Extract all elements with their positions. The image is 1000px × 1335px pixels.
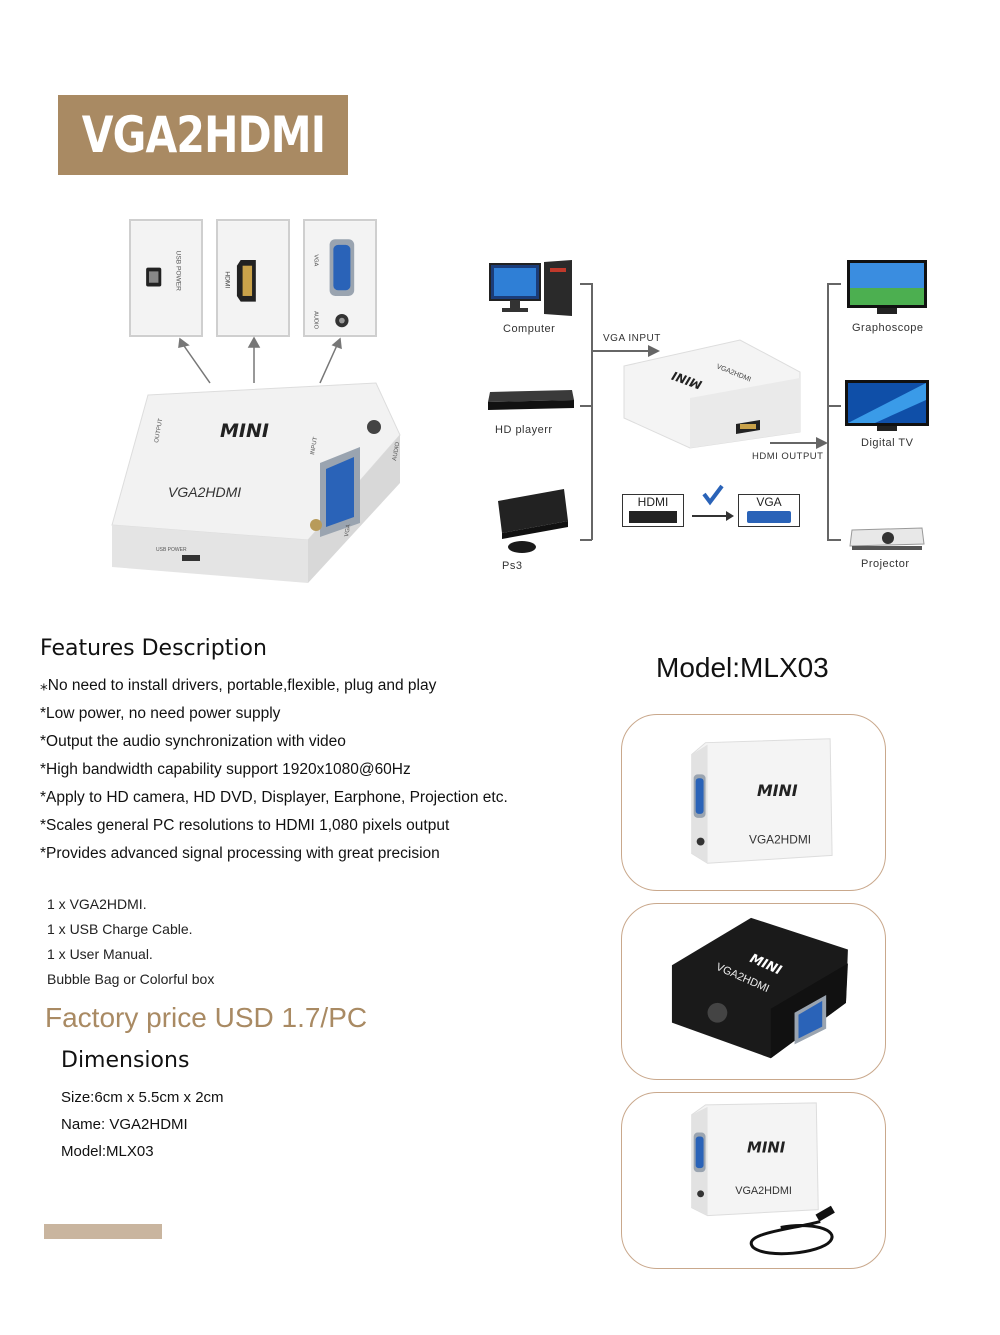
dimensions-title: Dimensions bbox=[61, 1048, 190, 1073]
card-name: VGA2HDMI bbox=[735, 1185, 792, 1197]
main-device-usb-label: USB POWER bbox=[156, 547, 187, 553]
model-title: Model:MLX03 bbox=[656, 652, 829, 683]
card-brand: MINI bbox=[757, 781, 798, 800]
usb-port-icon: USB POWER bbox=[131, 222, 201, 334]
hdmi-port-closeup: HDMI bbox=[216, 219, 290, 337]
vga-port-icon: VGA AUDIO bbox=[305, 222, 375, 334]
product-photo-with-cable: MINI VGA2HDMI bbox=[691, 1102, 835, 1256]
feature-item: *Low power, no need power supply bbox=[40, 705, 281, 722]
hdmi-connector-icon bbox=[629, 511, 677, 523]
dimension-item: Size:6cm x 5.5cm x 2cm bbox=[61, 1089, 224, 1106]
usb-port-label: USB POWER bbox=[174, 251, 181, 292]
digital-tv-icon bbox=[845, 380, 929, 431]
main-device-audio-label: AUDIO bbox=[392, 441, 401, 461]
usb-port-closeup: USB POWER bbox=[129, 219, 203, 337]
hdmi-box-label: HDMI bbox=[637, 495, 669, 509]
main-device-brand: MINI bbox=[220, 420, 269, 442]
hdmi-port-icon: HDMI bbox=[218, 222, 288, 334]
main-device-output-label: OUTPUT bbox=[154, 418, 164, 444]
card-name: VGA2HDMI bbox=[749, 833, 811, 847]
projector-icon bbox=[849, 527, 925, 550]
package-item: Bubble Bag or Colorful box bbox=[47, 971, 215, 987]
target-graphoscope-label: Graphoscope bbox=[852, 322, 924, 334]
dimension-item: Name: VGA2HDMI bbox=[61, 1116, 188, 1133]
arrow-right-icon bbox=[648, 345, 660, 357]
hdmi-box: HDMI bbox=[622, 494, 684, 527]
target-projector-label: Projector bbox=[861, 558, 910, 570]
ps3-icon bbox=[498, 489, 568, 553]
package-item: 1 x User Manual. bbox=[47, 946, 153, 962]
closeup-arrows bbox=[178, 336, 342, 384]
target-digitaltv-label: Digital TV bbox=[861, 437, 914, 449]
hdmi-port-label: HDMI bbox=[224, 271, 231, 288]
footer-accent-bar bbox=[44, 1224, 162, 1239]
usb-socket-icon bbox=[182, 555, 200, 561]
banner-title: VGA2HDMI bbox=[81, 106, 325, 164]
feature-item: *High bandwidth capability support 1920x… bbox=[40, 761, 411, 778]
source-ps3-label: Ps3 bbox=[502, 560, 523, 572]
graphoscope-icon bbox=[847, 260, 927, 314]
features-list: ⁎No need to install drivers, portable,fl… bbox=[40, 672, 600, 868]
vga-connector-small-icon bbox=[747, 511, 791, 523]
feature-item: ⁎No need to install drivers, portable,fl… bbox=[40, 677, 437, 694]
feature-item: *Scales general PC resolutions to HDMI 1… bbox=[40, 817, 450, 834]
vga-input-label: VGA INPUT bbox=[603, 333, 661, 344]
package-item: 1 x USB Charge Cable. bbox=[47, 921, 193, 937]
product-card-black: MINI VGA2HDMI bbox=[621, 903, 886, 1080]
package-item: 1 x VGA2HDMI. bbox=[47, 896, 147, 912]
usb-cable-icon bbox=[749, 1220, 834, 1256]
main-device-name: VGA2HDMI bbox=[168, 484, 241, 500]
feature-item: *Apply to HD camera, HD DVD, Displayer, … bbox=[40, 789, 508, 806]
feature-item: *Output the audio synchronization with v… bbox=[40, 733, 346, 750]
vga-port-label: VGA bbox=[312, 254, 318, 266]
package-list: 1 x VGA2HDMI. 1 x USB Charge Cable. 1 x … bbox=[47, 892, 214, 992]
feature-item: *Provides advanced signal processing wit… bbox=[40, 845, 440, 862]
title-banner: VGA2HDMI bbox=[58, 95, 348, 175]
product-card-white: MINI VGA2HDMI bbox=[621, 714, 886, 891]
checkmark-arrow-icon bbox=[692, 484, 734, 521]
card-brand: MINI bbox=[747, 1139, 786, 1156]
hd-player-icon bbox=[488, 390, 574, 410]
source-hdplayer-label: HD playerr bbox=[495, 424, 553, 436]
vga-port-closeup: VGA AUDIO bbox=[303, 219, 377, 337]
arrow-right-icon-2 bbox=[816, 437, 828, 449]
diagram-device-icon: MINI VGA2HDMI bbox=[623, 339, 801, 449]
dimension-item: Model:MLX03 bbox=[61, 1143, 154, 1160]
main-device-vga-label: VGA bbox=[344, 524, 352, 538]
product-photo-black: MINI VGA2HDMI bbox=[671, 917, 848, 1059]
factory-price: Factory price USD 1.7/PC bbox=[45, 1002, 368, 1033]
features-title: Features Description bbox=[40, 636, 267, 661]
product-photo-white: MINI VGA2HDMI bbox=[691, 738, 833, 864]
audio-jack-icon bbox=[367, 420, 381, 434]
dimensions-list: Size:6cm x 5.5cm x 2cm Name: VGA2HDMI Mo… bbox=[61, 1084, 224, 1165]
vga-box: VGA bbox=[738, 494, 800, 527]
product-card-with-cable: MINI VGA2HDMI bbox=[621, 1092, 886, 1269]
main-device-input-label: INPUT bbox=[310, 436, 319, 455]
vga-box-label: VGA bbox=[756, 495, 782, 509]
hdmi-output-label: HDMI OUTPUT bbox=[752, 451, 824, 462]
main-device-image: MINI VGA2HDMI OUTPUT INPUT AUDIO VGA USB… bbox=[111, 382, 401, 583]
audio-port-label: AUDIO bbox=[312, 311, 318, 330]
computer-icon bbox=[489, 260, 572, 316]
vga-connector-icon bbox=[310, 447, 360, 537]
source-computer-label: Computer bbox=[503, 323, 556, 335]
